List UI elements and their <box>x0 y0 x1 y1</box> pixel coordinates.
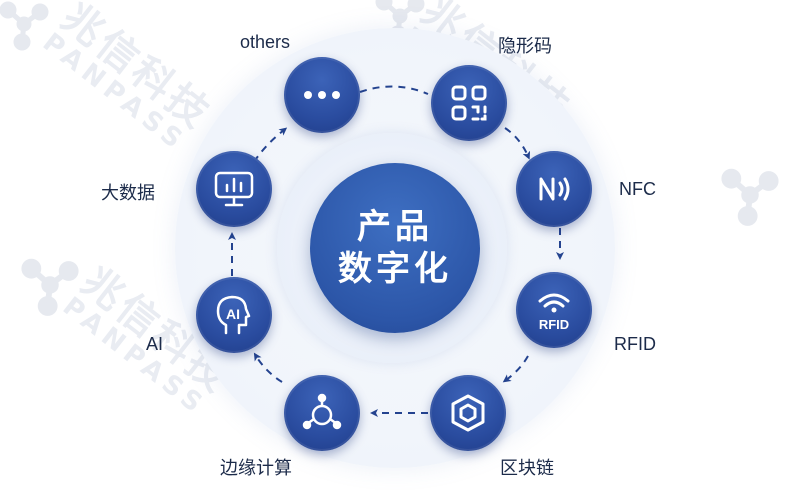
center-title-line2: 数字化 <box>338 249 452 289</box>
qr-code-icon <box>451 85 487 121</box>
rfid-icon: RFID <box>538 293 570 332</box>
label-big-data: 大数据 <box>101 183 155 203</box>
label-blockchain: 区块链 <box>500 458 554 478</box>
label-edge-computing: 边缘计算 <box>220 458 292 478</box>
node-rfid: RFID <box>516 272 592 348</box>
node-ai: AI <box>196 277 272 353</box>
label-hidden-code: 隐形码 <box>498 36 552 56</box>
connector-others-to-hidden-code <box>359 85 429 95</box>
label-rfid: RFID <box>614 334 656 354</box>
ellipsis-icon <box>304 91 340 99</box>
ai-head-icon: AI <box>216 295 251 335</box>
center-title-line1: 产品 <box>357 206 433 247</box>
connector-edge-to-ai <box>253 352 283 383</box>
label-nfc: NFC <box>619 179 656 199</box>
connector-big-data-to-others <box>253 127 288 163</box>
center-circle: 产品 数字化 <box>310 163 480 333</box>
node-nfc <box>516 151 592 227</box>
node-edge-computing <box>284 375 360 451</box>
node-others <box>284 57 360 133</box>
svg-text:RFID: RFID <box>539 317 569 332</box>
label-ai: AI <box>146 334 164 354</box>
connector-rfid-to-blockchain <box>502 355 529 383</box>
node-blockchain <box>430 375 506 451</box>
label-others: others <box>240 32 291 52</box>
nfc-icon <box>539 177 570 201</box>
connector-hidden-code-to-nfc <box>504 127 531 160</box>
svg-text:AI: AI <box>226 306 240 322</box>
node-big-data <box>196 151 272 227</box>
cube-icon <box>451 394 485 432</box>
monitor-chart-icon <box>214 171 254 207</box>
network-triangle-icon <box>302 393 342 430</box>
node-hidden-code <box>431 65 507 141</box>
